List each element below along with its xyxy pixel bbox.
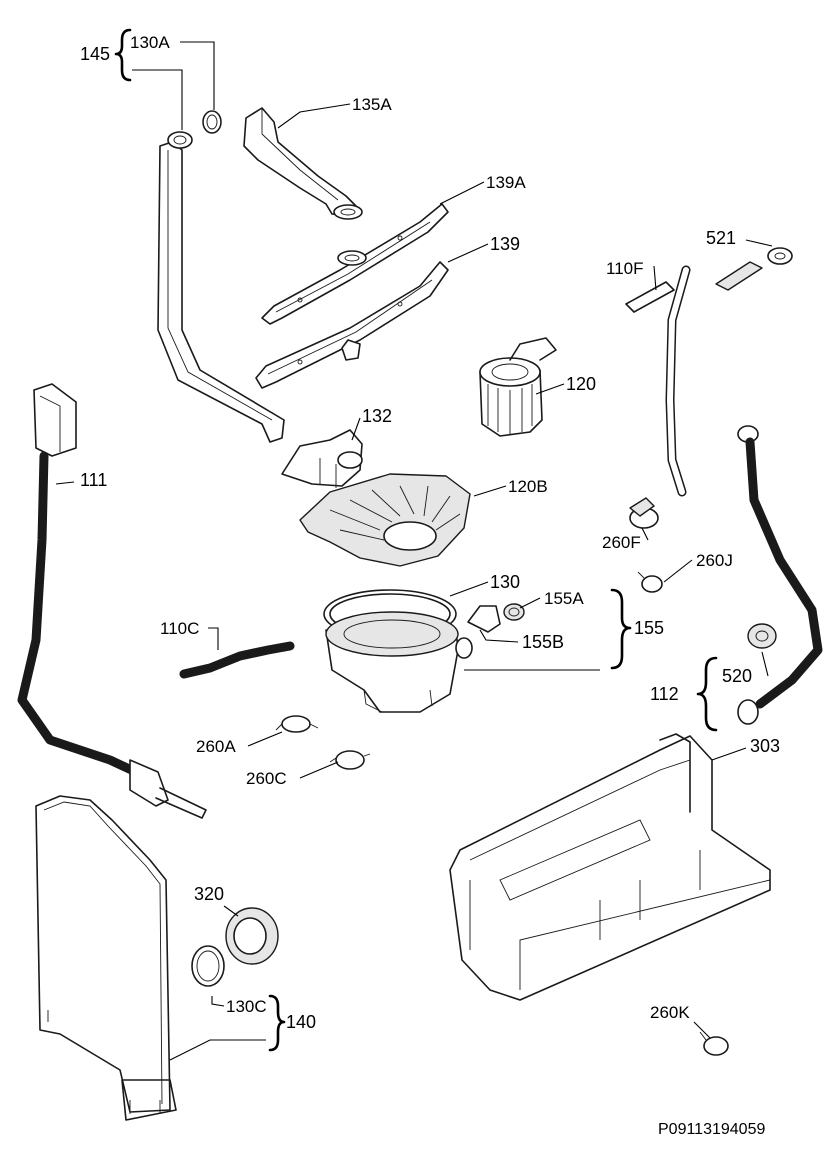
part-520[interactable] bbox=[747, 623, 777, 649]
lower-spray-arm-139[interactable] bbox=[255, 261, 449, 389]
label-520: 520 bbox=[722, 666, 752, 686]
braces bbox=[114, 28, 718, 1052]
label-130: 130 bbox=[490, 572, 520, 592]
label-260k: 260K bbox=[650, 1003, 690, 1022]
label-130a: 130A bbox=[130, 33, 170, 52]
label-260c: 260C bbox=[246, 769, 287, 788]
label-155b: 155B bbox=[522, 632, 564, 652]
label-260a: 260A bbox=[196, 737, 236, 756]
brace-145 bbox=[114, 28, 132, 82]
label-130c: 130C bbox=[226, 997, 267, 1016]
label-260j: 260J bbox=[696, 551, 733, 570]
label-320: 320 bbox=[194, 884, 224, 904]
clamp-260c[interactable] bbox=[329, 750, 371, 770]
gasket-320[interactable] bbox=[225, 907, 279, 965]
label-110f: 110F bbox=[606, 259, 644, 278]
part-labels: 145 130A 135A 139A 139 521 110F 120 132 … bbox=[80, 33, 780, 1138]
label-112: 112 bbox=[650, 684, 679, 704]
label-132: 132 bbox=[362, 406, 392, 426]
clamp-260a[interactable] bbox=[275, 715, 319, 733]
part-521[interactable] bbox=[715, 247, 793, 291]
filter-plate-120b[interactable] bbox=[299, 473, 471, 567]
fitting-132[interactable] bbox=[281, 429, 363, 488]
base-303[interactable] bbox=[449, 733, 771, 1001]
inlet-hose-111[interactable] bbox=[17, 383, 207, 819]
brace-140 bbox=[268, 994, 286, 1052]
brace-112 bbox=[696, 656, 718, 732]
o-ring-130a[interactable] bbox=[202, 110, 222, 134]
o-ring-130c[interactable] bbox=[191, 945, 225, 987]
clamp-260f[interactable] bbox=[629, 497, 659, 529]
clamp-260k[interactable] bbox=[699, 1031, 729, 1056]
label-120: 120 bbox=[566, 374, 596, 394]
filter-120[interactable] bbox=[479, 337, 557, 437]
hose-110f[interactable] bbox=[625, 265, 691, 497]
label-111: 111 bbox=[80, 470, 107, 490]
panel-140[interactable] bbox=[35, 795, 177, 1121]
label-155a: 155A bbox=[544, 589, 584, 608]
clamp-260j[interactable] bbox=[637, 571, 663, 593]
upper-spray-pipe-145[interactable] bbox=[157, 131, 285, 443]
label-260f: 260F bbox=[602, 533, 641, 552]
upper-spray-arm-139a[interactable] bbox=[261, 203, 449, 325]
label-139: 139 bbox=[490, 234, 520, 254]
valve-155b[interactable] bbox=[467, 605, 501, 633]
label-521: 521 bbox=[706, 228, 736, 248]
label-135a: 135A bbox=[352, 95, 392, 114]
leader-lines bbox=[55, 41, 773, 1061]
spray-arm-pipe-135a[interactable] bbox=[243, 107, 363, 220]
brace-155 bbox=[610, 588, 632, 670]
label-155: 155 bbox=[634, 618, 664, 638]
label-303: 303 bbox=[750, 736, 780, 756]
label-140: 140 bbox=[286, 1012, 316, 1032]
label-110c: 110C bbox=[160, 619, 199, 638]
drawing-code: P09113194059 bbox=[658, 1121, 765, 1138]
label-139a: 139A bbox=[486, 173, 526, 192]
label-145: 145 bbox=[80, 44, 110, 64]
label-120b: 120B bbox=[508, 477, 548, 496]
sump-130[interactable] bbox=[323, 589, 473, 713]
seal-155a[interactable] bbox=[503, 603, 525, 621]
drain-hose-112[interactable] bbox=[737, 425, 823, 725]
hose-110c[interactable] bbox=[179, 641, 295, 679]
